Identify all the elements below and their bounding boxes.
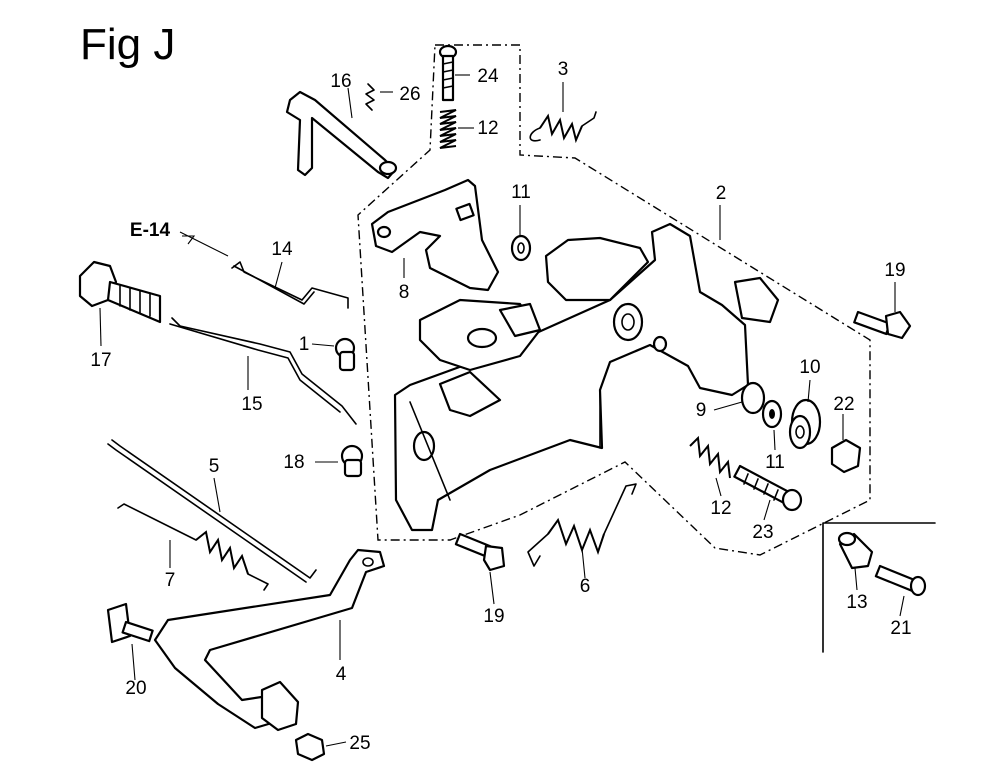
callout-4: 4 — [336, 664, 347, 685]
callout-11-lower: 11 — [765, 452, 785, 473]
part-26-clip — [365, 83, 375, 111]
callout-20: 20 — [125, 678, 146, 699]
part-19-bolt-upper — [853, 310, 912, 340]
part-11-washer-lower-hole — [769, 409, 775, 419]
callout-14: 14 — [271, 239, 293, 260]
callout-25: 25 — [349, 733, 370, 754]
part-25-nut — [294, 732, 326, 762]
part-14-rod-inner — [233, 265, 315, 305]
callout-1: 1 — [299, 334, 310, 355]
part-5-rod — [111, 439, 317, 579]
callout-6: 6 — [580, 576, 591, 597]
part-4-brake-arm — [153, 548, 386, 732]
part-14-rod — [231, 261, 349, 309]
callout-21: 21 — [890, 618, 911, 639]
callout-22: 22 — [833, 394, 854, 415]
reference-e14: E-14 — [130, 220, 171, 241]
part-17-knob — [78, 260, 162, 324]
part-12-spring-top — [439, 109, 457, 149]
part-22-nut — [830, 438, 862, 474]
callout-12-lower: 12 — [710, 498, 731, 519]
callout-10: 10 — [799, 357, 820, 378]
leader-lines — [99, 74, 905, 747]
callout-labels: 16 26 24 12 3 11 2 8 14 1 15 17 18 5 7 4… — [90, 59, 911, 754]
assembly-outline — [357, 44, 871, 556]
callout-19-lower: 19 — [483, 606, 504, 627]
callout-23: 23 — [752, 522, 773, 543]
part-15-rod — [171, 317, 357, 425]
part-18-joint — [340, 444, 364, 478]
callout-5: 5 — [209, 456, 220, 477]
callout-16: 16 — [330, 71, 351, 92]
callout-26: 26 — [399, 84, 420, 105]
part-6-spring — [527, 483, 637, 567]
callout-11-top: 11 — [511, 182, 531, 203]
part-11-washer-top — [510, 234, 532, 262]
part-1-joint — [334, 337, 356, 372]
callout-2: 2 — [716, 183, 727, 204]
figure-title: Fig J — [80, 20, 176, 69]
callout-24: 24 — [477, 66, 499, 87]
part-2-control-bracket — [393, 222, 780, 532]
callout-7: 7 — [165, 570, 176, 591]
part-3-spring — [529, 111, 597, 144]
callout-13: 13 — [846, 592, 867, 613]
callout-18: 18 — [283, 452, 304, 473]
part-8-governor-arm — [370, 178, 500, 292]
inset-frame — [822, 522, 936, 653]
part-12-spring-lower — [689, 435, 731, 479]
part-15-rod-inner — [169, 323, 341, 413]
callout-9: 9 — [696, 400, 707, 421]
part-13-pin — [837, 531, 874, 570]
part-24-screw — [438, 44, 458, 102]
callout-17: 17 — [90, 350, 111, 371]
part-5-rod-inner — [107, 443, 307, 583]
part-10-collar — [788, 398, 822, 450]
callout-8: 8 — [399, 282, 410, 303]
part-16-lever — [285, 90, 398, 180]
part-11-washer-top-hole — [517, 242, 525, 254]
part-23-screw — [733, 464, 803, 512]
part-9-washer — [740, 381, 766, 415]
part-21-screw — [874, 564, 927, 597]
part-20-bolt — [106, 602, 154, 644]
callout-12-top: 12 — [477, 118, 498, 139]
callout-15: 15 — [241, 394, 262, 415]
callout-3: 3 — [558, 59, 569, 80]
callout-19-upper: 19 — [884, 260, 905, 281]
part-19-bolt-lower — [454, 532, 506, 572]
part-7-spring-rod — [117, 503, 269, 591]
